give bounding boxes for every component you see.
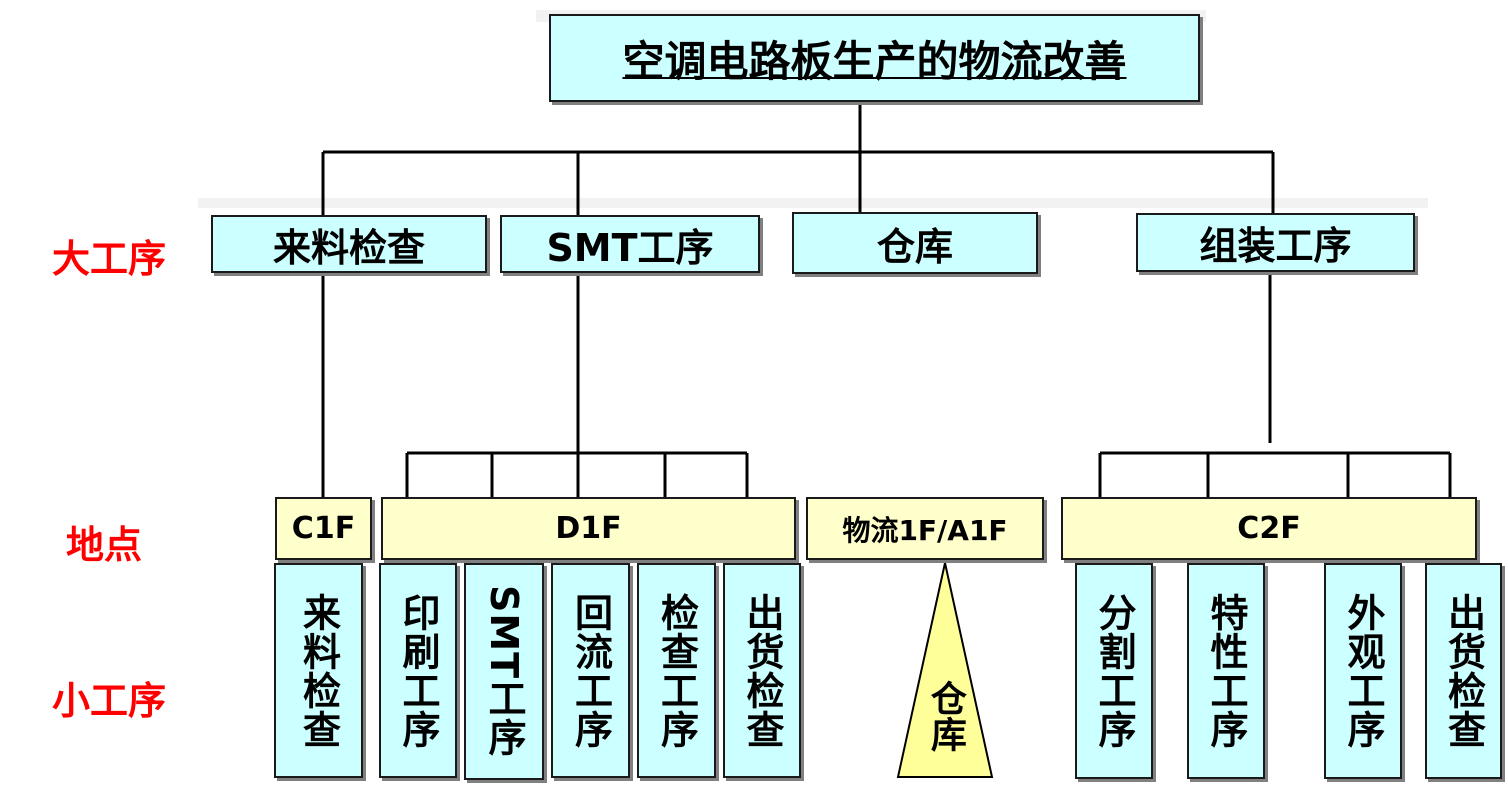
minor-process-label: 仓库: [924, 680, 966, 752]
location-c2f: C2F: [1061, 497, 1477, 560]
minor-process-label: 印刷工序: [396, 592, 440, 749]
minor-process-label: 来料检查: [296, 592, 341, 749]
minor-process-label: 特性工序: [1204, 593, 1248, 749]
location-c1f: C1F: [275, 497, 372, 560]
warehouse-triangle-label: 仓库: [920, 680, 970, 760]
minor-process-printing: 印刷工序: [379, 563, 457, 778]
row-label-location: 地点: [66, 523, 143, 567]
minor-process-label: 出货检查: [740, 592, 784, 749]
row-label-major-process: 大工序: [52, 237, 167, 281]
diagram-title-box: 空调电路板生产的物流改善: [549, 14, 1200, 102]
diagram-title: 空调电路板生产的物流改善: [622, 36, 1127, 86]
major-row-backdrop: [198, 198, 1428, 208]
minor-process-reflow: 回流工序: [551, 563, 630, 778]
minor-process-dividing: 分割工序: [1075, 563, 1153, 779]
minor-process-shipping-inspection-smt: 出货检查: [723, 563, 801, 778]
major-process-smt: SMT工序: [500, 215, 760, 273]
minor-process-inspection: 检查工序: [637, 563, 716, 778]
location-d1f: D1F: [381, 497, 796, 560]
location-logistics-1f-a1f: 物流1F/A1F: [806, 497, 1044, 560]
minor-process-incoming-inspection: 来料检查: [274, 563, 363, 778]
warehouse-triangle: [896, 562, 994, 778]
minor-process-shipping-inspection-assembly: 出货检查: [1425, 563, 1502, 779]
minor-process-label: SMT工序: [482, 585, 526, 758]
minor-process-appearance: 外观工序: [1324, 563, 1402, 779]
minor-process-label: 出货检查: [1441, 593, 1486, 749]
major-process-warehouse: 仓库: [792, 212, 1038, 274]
minor-process-label: 回流工序: [568, 592, 613, 749]
major-process-incoming-inspection: 来料检查: [211, 215, 487, 273]
minor-process-label: 检查工序: [654, 592, 699, 749]
row-label-minor-process: 小工序: [52, 679, 167, 723]
minor-process-smt: SMT工序: [464, 563, 544, 780]
minor-process-label: 分割工序: [1092, 593, 1136, 749]
major-process-assembly: 组装工序: [1136, 213, 1415, 272]
minor-process-characteristic: 特性工序: [1187, 563, 1265, 779]
minor-process-label: 外观工序: [1341, 593, 1385, 749]
